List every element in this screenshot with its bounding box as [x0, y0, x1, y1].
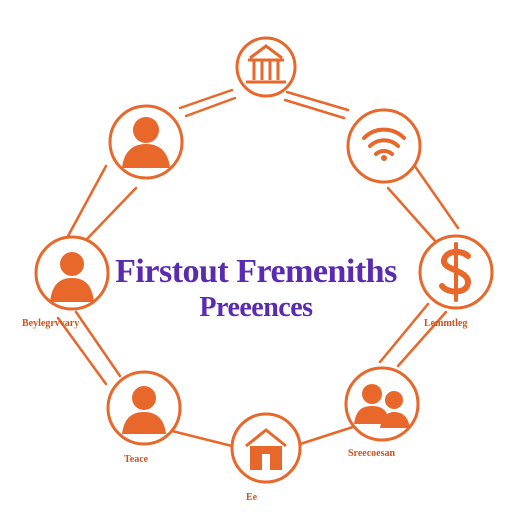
connector-upper-right-right-2 — [386, 186, 438, 244]
building-icon — [246, 44, 286, 84]
node-right — [418, 234, 494, 310]
node-label-lower-left: Teace — [124, 454, 149, 465]
connector-right-lower-right — [396, 310, 448, 368]
connector-top-upper-left-2 — [184, 96, 237, 118]
person-portrait-icon — [122, 117, 170, 168]
connector-top-upper-left — [178, 88, 234, 110]
person-icon — [50, 252, 94, 302]
node-label-left: Beylegrvvary — [22, 318, 80, 329]
connector-top-upper-right-2 — [283, 98, 346, 120]
node-label-bottom: Ee — [246, 492, 258, 503]
connector-upper-left-left-2 — [84, 186, 138, 242]
connector-left-lower-left — [74, 310, 122, 378]
diagram-subtitle: Preeences — [199, 292, 313, 323]
connector-lines — [56, 88, 460, 448]
connector-top-upper-right — [285, 90, 350, 112]
person-portrait-icon — [122, 386, 166, 434]
node-left — [34, 235, 110, 311]
node-lower-right — [344, 366, 420, 442]
house-icon — [245, 428, 287, 470]
node-lower-left — [106, 370, 182, 446]
connector-lower-right-bottom — [292, 424, 358, 448]
node-top — [235, 36, 297, 98]
wifi-icon — [362, 127, 406, 156]
node-upper-right — [346, 108, 422, 184]
node-label-lower-right: Sreecoesan — [348, 448, 396, 459]
people-icon — [354, 384, 410, 428]
node-bottom — [230, 412, 302, 484]
dollar-icon — [439, 242, 472, 302]
connector-left-lower-left-2 — [56, 316, 108, 386]
wifi-dot — [381, 155, 387, 161]
connector-upper-right-right — [410, 160, 460, 230]
node-label-right: Lemmtleg — [424, 318, 468, 329]
diagram-title: Firstout Fremeniths — [115, 253, 397, 290]
node-upper-left — [108, 104, 184, 180]
connector-upper-left-left — [66, 164, 108, 238]
connector-right-lower-right-2 — [378, 302, 430, 364]
